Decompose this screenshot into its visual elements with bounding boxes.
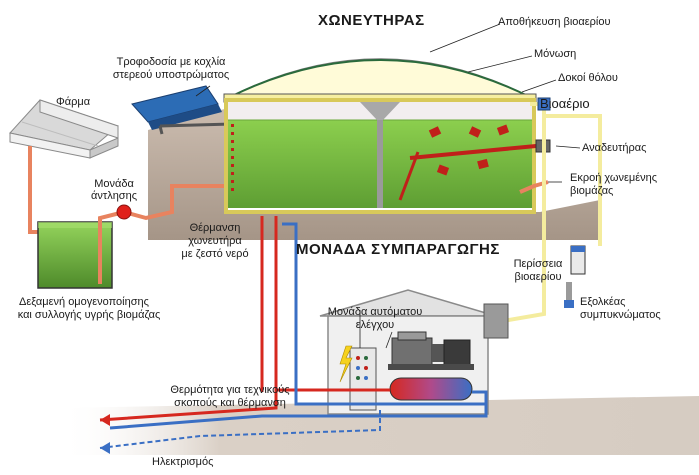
lightning-icon xyxy=(339,345,353,383)
digester-title: ΧΩΝΕΥΤΗΡΑΣ xyxy=(318,12,425,29)
chp-unit-title: ΜΟΝΑΔΑ ΣΥΜΠΑΡΑΓΩΓΗΣ xyxy=(296,241,500,258)
condensate-trap xyxy=(564,282,574,308)
gas-valve xyxy=(537,97,551,111)
condensate-label-2: συμπυκνώματος xyxy=(580,309,661,321)
insulation-layer xyxy=(231,59,529,97)
farm-building xyxy=(9,99,119,159)
feeding-label-1: Τροφοδοσία με κοχλία xyxy=(116,56,226,68)
screw-feeder xyxy=(131,85,233,135)
control-unit-label-2: ελέγχου xyxy=(355,319,395,331)
leader-lines xyxy=(195,23,581,349)
hot-water-pipe-heat-out xyxy=(99,390,278,422)
electricity-label: Ηλεκτρισμός xyxy=(152,456,214,468)
heating-coil xyxy=(231,124,234,191)
tank-label-1: Δεξαμενή ομογενοποίησης xyxy=(19,296,149,308)
outflow-label-1: Εκροή χωνεμένης xyxy=(570,172,658,184)
digester-wall xyxy=(224,98,536,214)
excess-gas-label-2: βιοαερίου xyxy=(514,271,562,283)
cold-water-pipe-in xyxy=(109,404,488,430)
center-column xyxy=(360,102,400,208)
insulation-label: Μόνωση xyxy=(534,48,577,60)
heating-label-3: με ζεστό νερό xyxy=(181,248,249,260)
heat-output-label-1: Θερμότητα για τεχνικούς xyxy=(170,384,290,396)
control-unit xyxy=(349,347,377,411)
pump-icon xyxy=(116,204,132,220)
hot-water-arrow xyxy=(100,414,110,426)
dome-beams-label: Δοκοί θόλου xyxy=(558,72,618,84)
heating-label-1: Θέρμανση xyxy=(189,222,241,234)
engine-generator xyxy=(388,331,474,370)
pump-label-1: Μονάδα xyxy=(94,178,134,190)
electricity-cable xyxy=(99,410,381,449)
pump-pipe xyxy=(98,184,228,284)
biogas-storage-label: Αποθήκευση βιοαερίου xyxy=(498,16,611,28)
heat-output-label-2: σκοπούς και θέρμανση xyxy=(174,397,286,409)
excess-gas-label-1: Περίσσεια xyxy=(513,258,563,270)
cold-water-pipe-return xyxy=(282,222,488,406)
heat-exchanger xyxy=(389,377,473,401)
tank-label-2: και συλλογής υγρής βιομάζας xyxy=(17,309,161,321)
farm-label: Φάρμα xyxy=(56,96,91,108)
excess-gas-flare xyxy=(570,245,586,275)
agitator-label: Αναδευτήρας xyxy=(582,142,647,154)
outflow-label-2: βιομάζας xyxy=(570,185,614,197)
condensate-label-1: Εξολκέας xyxy=(580,296,626,308)
electricity-arrow xyxy=(100,442,110,454)
biogas-label: Βιοαέριο xyxy=(540,96,590,111)
agitator-icon xyxy=(398,124,551,201)
control-unit-label-1: Μονάδα αυτόματου xyxy=(327,306,423,318)
heating-label-2: χωνευτήρα xyxy=(188,235,242,247)
farm-to-tank-pipe xyxy=(28,146,42,234)
pump-label-2: άντλησης xyxy=(90,190,138,202)
feeding-label-2: στερεού υποστρώματος xyxy=(112,69,230,81)
